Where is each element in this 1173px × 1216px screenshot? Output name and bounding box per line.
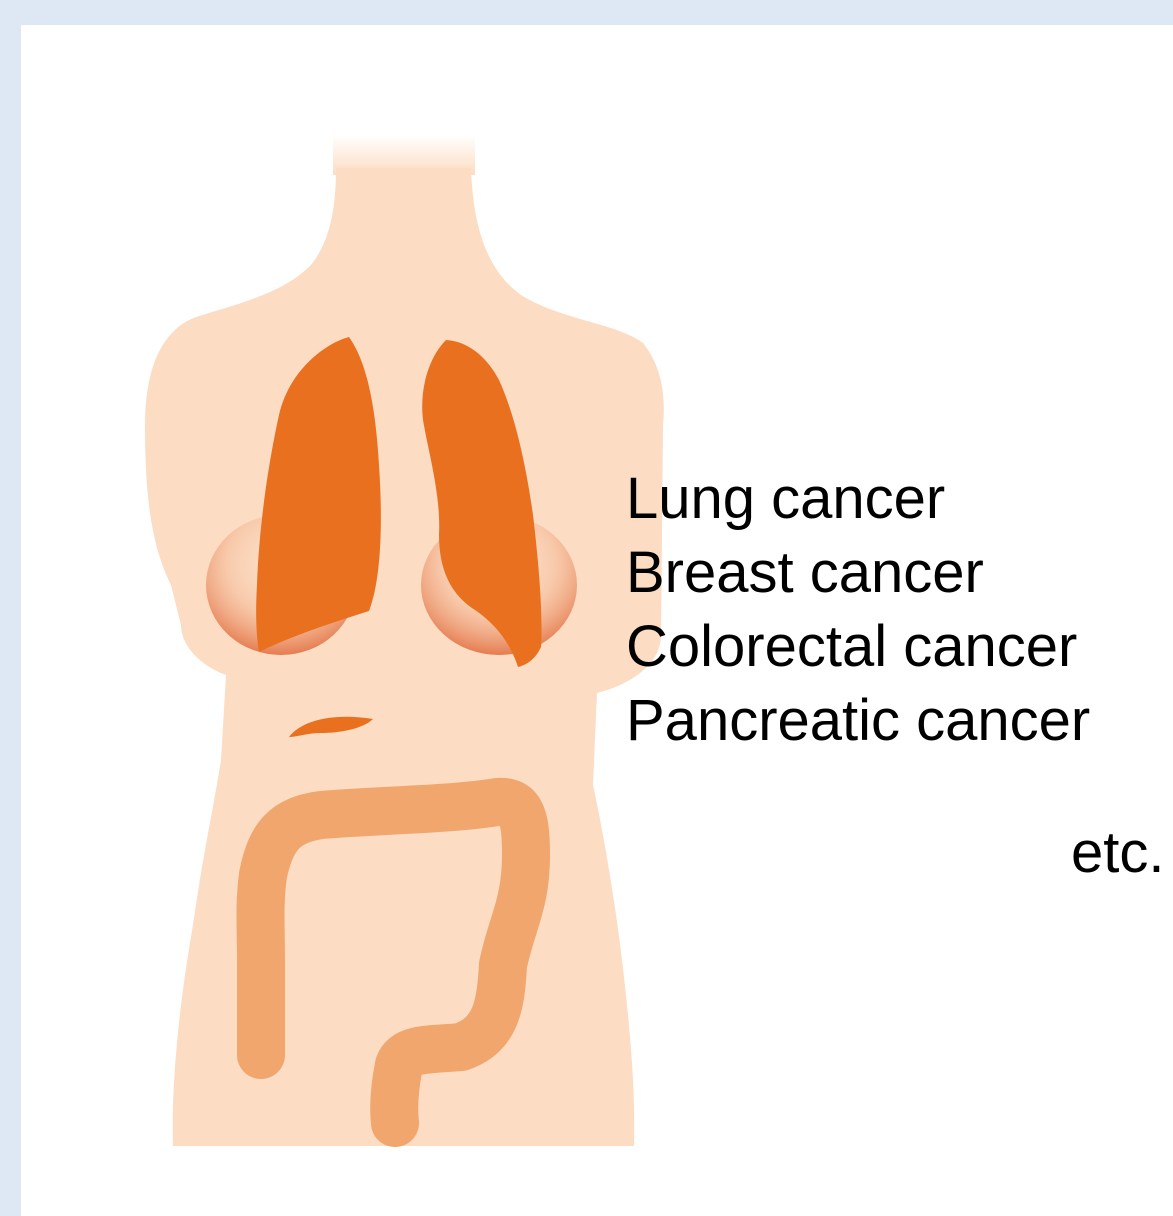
list-item: Pancreatic cancer	[626, 684, 1090, 758]
list-item: Colorectal cancer	[626, 610, 1090, 684]
list-item: Breast cancer	[626, 536, 1090, 610]
torso-silhouette	[145, 168, 664, 1146]
diagram-canvas: Lung cancer Breast cancer Colorectal can…	[21, 25, 1173, 1216]
list-item: Lung cancer	[626, 462, 1090, 536]
cancer-type-list: Lung cancer Breast cancer Colorectal can…	[626, 462, 1090, 758]
etc-label: etc.	[1071, 816, 1165, 890]
